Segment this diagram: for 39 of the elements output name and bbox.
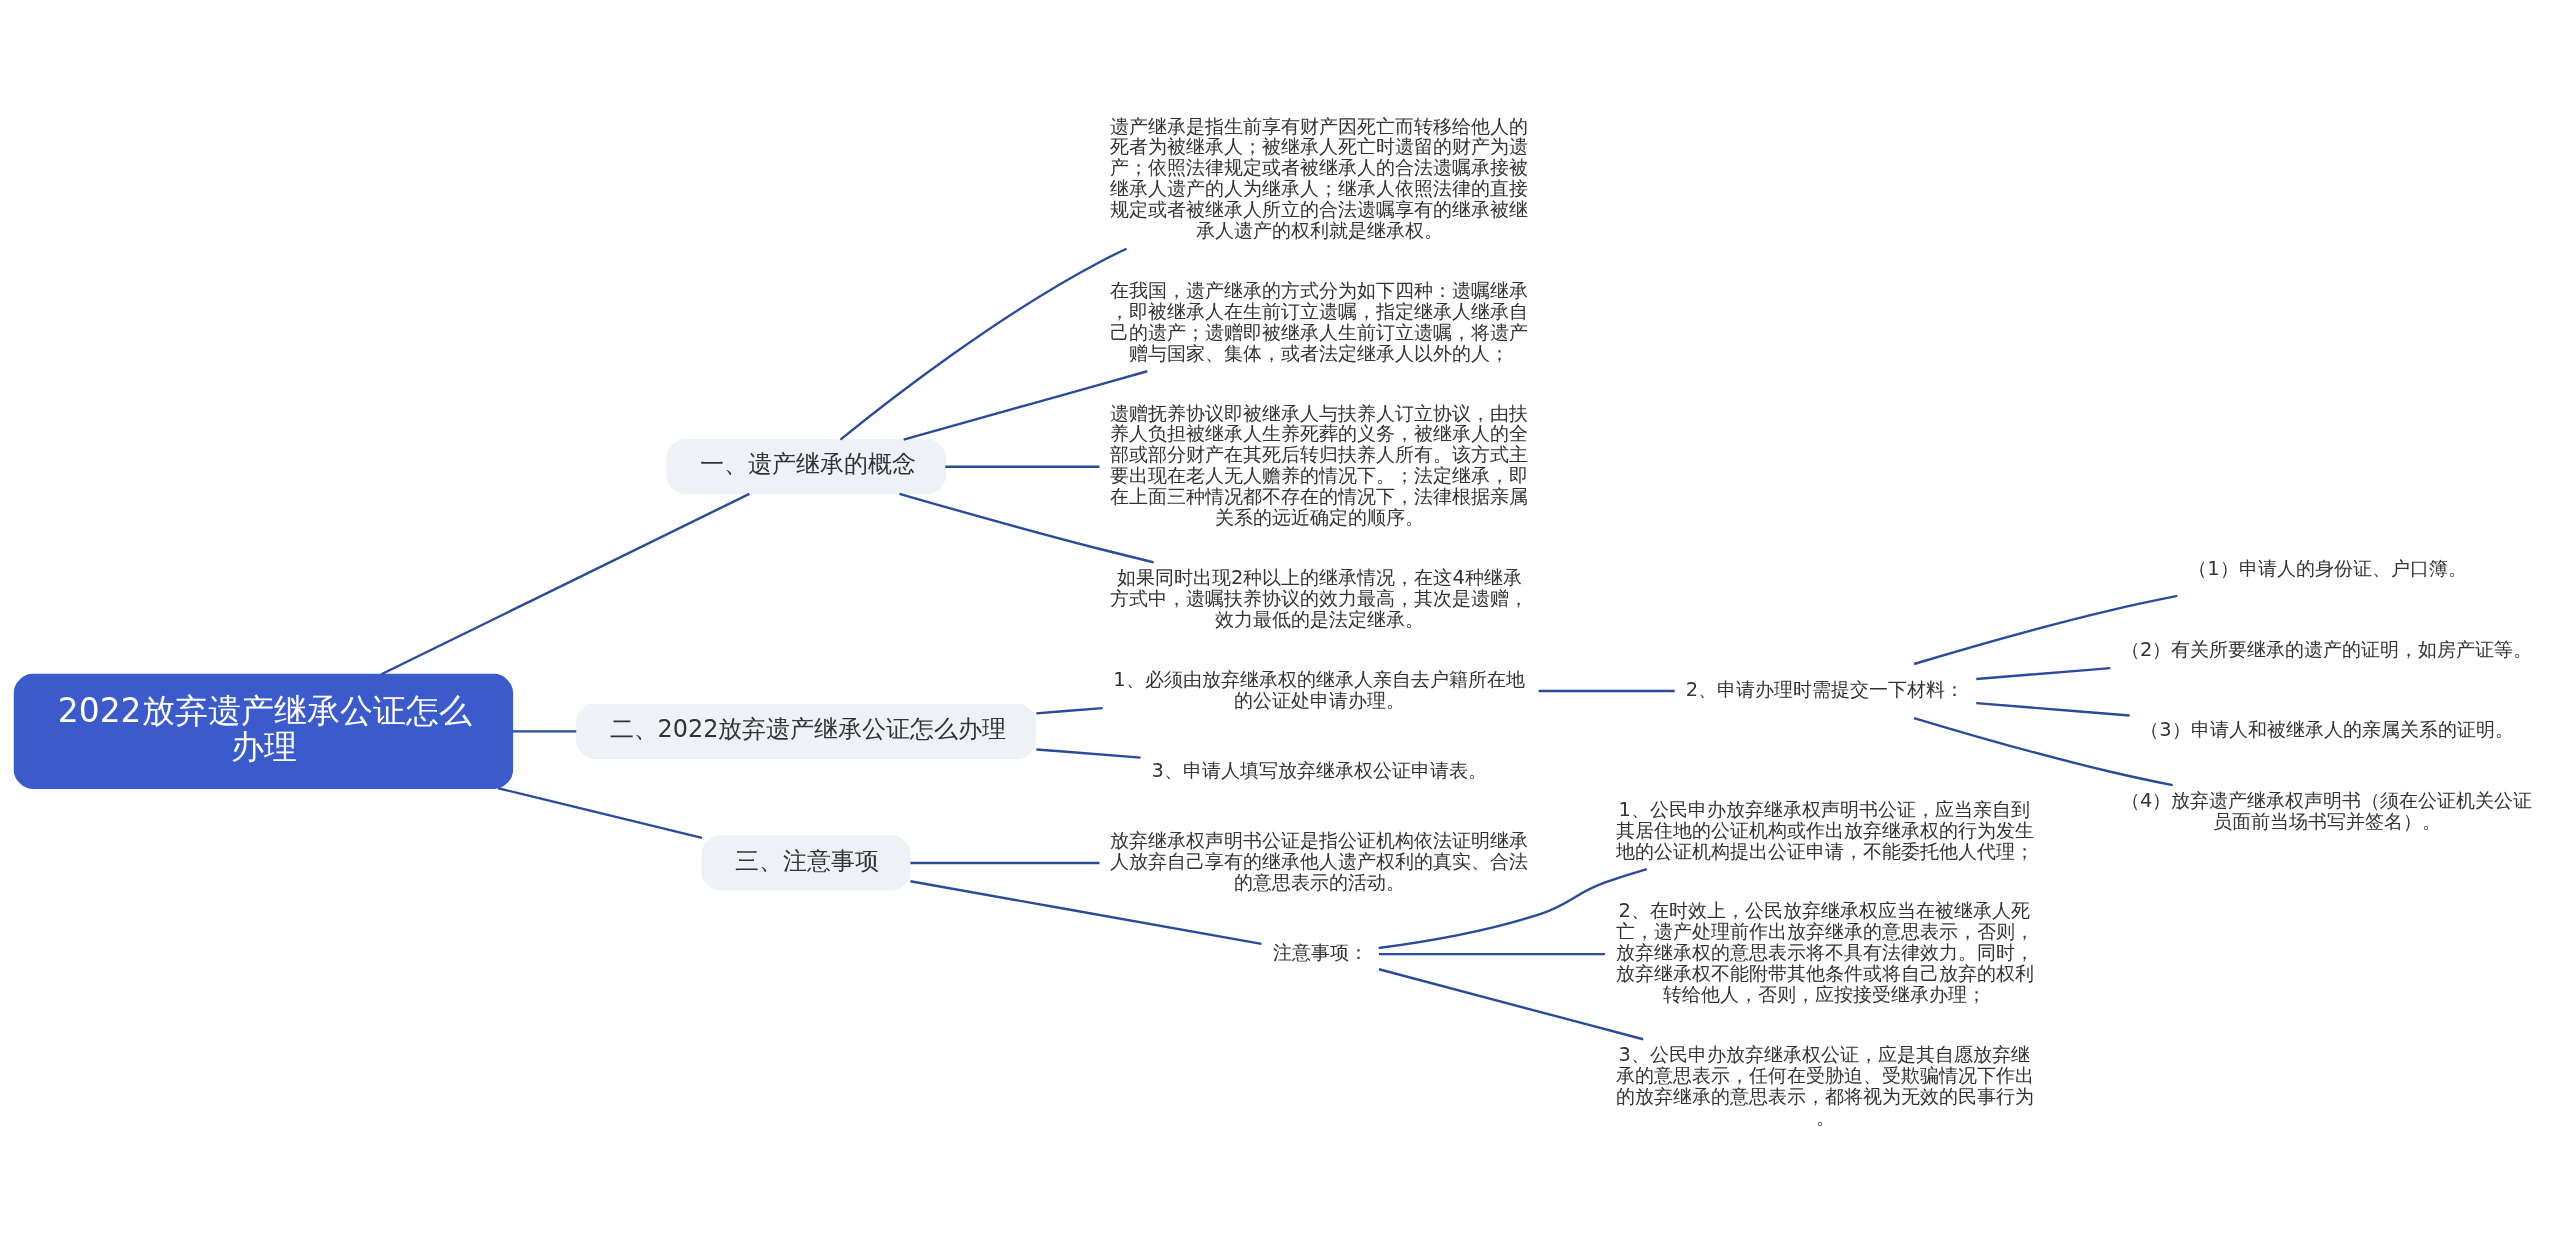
node-text: 3、申请人填写放弃继承权公证申请表。 bbox=[1151, 758, 1487, 782]
node-text: 遗赠抚养协议即被继承人与扶养人订立协议，由扶养人负担被继承人生养死葬的义务，被继承人的全部或部分财产在其死后转归扶养人所有。该方式主要出现在老人无人赡养的情况下。；法定继承，即在上面三种情况都不存在的情况下，法律根据亲属关系的远近确定的顺序。 bbox=[1110, 401, 1529, 530]
node-text: （3）申请人和被继承人的亲属关系的证明。 bbox=[2140, 718, 2514, 742]
node-text: 在我国，遗产继承的方式分为如下四种：遗嘱继承，即被继承人在生前订立遗嘱，指定继承人继承自己的遗产；遗赠即被继承人生前订立遗嘱，将遗产赠与国家、集体，或者法定继承人以外的人； bbox=[1110, 278, 1529, 365]
node-text: 遗产继承是指生前享有财产因死亡而转移给他人的死者为被继承人；被继承人死亡时遗留的财产为遗产；依照法律规定或者被继承人的合法遗嘱承接被继承人遗产的人为继承人；继承人依照法律的直接规定或者被继承人所立的合法遗嘱享有的继承被继承人遗产的权利就是继承权。 bbox=[1110, 114, 1529, 243]
connector bbox=[1036, 748, 1141, 759]
node-box: 一、遗产继承的概念 bbox=[666, 439, 946, 495]
node-text: 2、申请办理时需提交一下材料： bbox=[1685, 678, 1965, 702]
connector bbox=[899, 492, 1154, 564]
node-text: 2、在时效上，公民放弃继承权应当在被继承人死亡，遗产处理前作出放弃继承的意思表示，否则，放弃继承权的意思表示将不具有法律效力。同时，放弃继承权不能附带其他条件或将自己放弃的权利转给他人，否则，应按接受继承办理； bbox=[1615, 899, 2034, 1007]
connector bbox=[910, 861, 1100, 865]
node-text: 1、必须由放弃继承权的继承人亲自去户籍所在地的公证处申请办理。 bbox=[1113, 667, 1525, 712]
node-text: 放弃继承权声明书公证是指公证机构依法证明继承人放弃自己享有的继承他人遗产权利的真实、合法的意思表示的活动。 bbox=[1110, 829, 1529, 894]
connector bbox=[512, 730, 577, 733]
connector bbox=[1976, 701, 2130, 717]
connector bbox=[1538, 689, 1675, 693]
connector bbox=[1036, 706, 1103, 715]
connector bbox=[1913, 594, 2178, 666]
connector bbox=[380, 492, 750, 676]
connector bbox=[1913, 716, 2173, 787]
node-text: （1）申请人的身份证、户口簿。 bbox=[2188, 557, 2467, 581]
connector bbox=[839, 247, 1128, 441]
connector bbox=[1378, 867, 1648, 950]
node-text: 1、公民申办放弃继承权声明书公证，应当亲自到其居住地的公证机构或作出放弃继承权的行为发生地的公证机构提出公证申请，不能委托他人代理； bbox=[1615, 797, 2034, 863]
node-text: 注意事项： bbox=[1272, 941, 1368, 965]
node-box: 2022放弃遗产继承公证怎么办理 bbox=[13, 673, 514, 789]
node-text: 3、公民申办放弃继承权公证，应是其自愿放弃继承的意思表示，任何在受胁迫、受欺骗情况下作出的放弃继承的意思表示，都将视为无效的民事行为。 bbox=[1615, 1042, 2034, 1129]
connector bbox=[1976, 666, 2111, 681]
node-text: （4）放弃遗产继承权声明书（须在公证机关公证员面前当场书写并签名）。 bbox=[2120, 788, 2533, 833]
node-text: （2）有关所要继承的遗产的证明，如房产证等。 bbox=[2120, 637, 2533, 661]
connector bbox=[1378, 968, 1644, 1041]
connector bbox=[945, 465, 1100, 468]
connector bbox=[910, 880, 1262, 946]
connector bbox=[903, 370, 1148, 441]
connector bbox=[1379, 952, 1605, 956]
node-box: 三、注意事项 bbox=[701, 835, 911, 891]
node-box: 二、2022放弃遗产继承公证怎么办理 bbox=[575, 703, 1037, 760]
connector bbox=[497, 787, 703, 840]
node-text: 如果同时出现2种以上的继承情况，在这4种继承方式中，遗嘱扶养协议的效力最高，其次是遗赠，效力最低的是法定继承。 bbox=[1110, 565, 1529, 631]
